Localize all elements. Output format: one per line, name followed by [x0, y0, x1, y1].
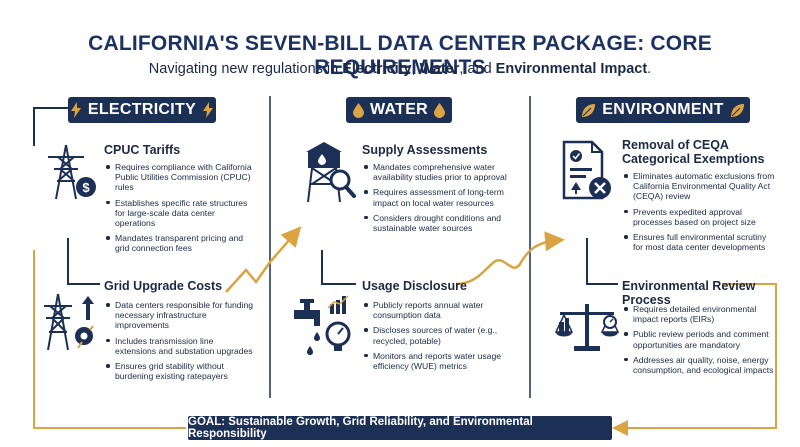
- goal-banner: GOAL: Sustainable Growth, Grid Reliabili…: [188, 416, 612, 440]
- section-title-usage-disclosure: Usage Disclosure: [362, 279, 467, 293]
- usage-disclosure-bullets: Publicly reports annual water consumptio…: [364, 300, 514, 376]
- leaf-icon: [582, 103, 596, 117]
- cpuc-tariffs-bullets: Requires compliance with California Publ…: [106, 162, 256, 259]
- water-drop-icon: [434, 102, 446, 118]
- subtitle-water: Water: [419, 61, 460, 77]
- list-item: Mandates transparent pricing and grid co…: [106, 233, 256, 253]
- section-title-cpuc-tariffs: CPUC Tariffs: [104, 143, 181, 157]
- environment-bracket: [586, 238, 618, 285]
- supply-assessments-bullets: Mandates comprehensive water availabilit…: [364, 162, 514, 238]
- section-title-grid-upgrade-costs: Grid Upgrade Costs: [104, 279, 223, 293]
- electricity-badge: ELECTRICITY: [68, 97, 216, 123]
- list-item: Addresses air quality, noise, energy con…: [624, 355, 774, 375]
- water-bracket: [321, 250, 356, 285]
- flow-water-to-environment: [455, 231, 565, 286]
- electricity-bracket-top: [33, 107, 68, 146]
- power-tower-gear-icon: [44, 293, 94, 351]
- list-item: Mandates comprehensive water availabilit…: [364, 162, 514, 182]
- page-subtitle: Navigating new regulations in Electricit…: [148, 61, 652, 77]
- list-item: Ensures grid stability without burdening…: [106, 361, 256, 381]
- list-item: Monitors and reports water usage efficie…: [364, 351, 514, 371]
- lightning-bolt-icon: [203, 102, 214, 118]
- list-item: Includes transmission line extensions an…: [106, 336, 256, 356]
- water-tower-magnifier-icon: [306, 142, 356, 203]
- environmental-review-bullets: Requires detailed environmental impact r…: [624, 304, 774, 380]
- electricity-bracket-mid: [67, 238, 100, 285]
- section-title-ceqa-exemptions: Removal of CEQA Categorical Exemptions: [622, 138, 765, 166]
- grid-upgrade-bullets: Data centers responsible for funding nec…: [106, 300, 256, 386]
- balance-scale-icon: [554, 304, 620, 351]
- flow-left-return: [33, 250, 186, 429]
- water-badge: WATER: [346, 97, 452, 123]
- subtitle-environment: Environmental Impact: [495, 61, 648, 77]
- list-item: Prevents expedited approval processes ba…: [624, 207, 776, 227]
- flow-electricity-to-water: [225, 226, 302, 293]
- list-item: Eliminates automatic exclusions from Cal…: [624, 171, 776, 202]
- faucet-meter-icon: [294, 295, 351, 355]
- environment-badge: ENVIRONMENT: [576, 97, 750, 123]
- svg-text:$: $: [82, 180, 90, 195]
- list-item: Considers drought conditions and sustain…: [364, 213, 514, 233]
- list-item: Data centers responsible for funding nec…: [106, 300, 256, 331]
- list-item: Public review periods and comment opport…: [624, 329, 774, 350]
- section-title-supply-assessments: Supply Assessments: [362, 143, 488, 157]
- list-item: Establishes specific rate structures for…: [106, 198, 256, 229]
- leaf-icon: [730, 103, 744, 117]
- subtitle-electricity: Electricity: [342, 61, 412, 77]
- lightning-bolt-icon: [70, 102, 81, 118]
- list-item: Publicly reports annual water consumptio…: [364, 300, 514, 320]
- water-drop-icon: [352, 102, 364, 118]
- list-item: Requires assessment of long-term impact …: [364, 187, 514, 208]
- flow-right-to-goal: [612, 283, 777, 436]
- list-item: Discloses sources of water (e.g., recycl…: [364, 325, 514, 346]
- list-item: Ensures full environmental scrutiny for …: [624, 232, 776, 252]
- section-title-environmental-review: Environmental Review Process: [622, 279, 756, 307]
- document-reject-icon: [562, 140, 611, 200]
- page-title: CALIFORNIA'S SEVEN-BILL DATA CENTER PACK…: [88, 32, 712, 79]
- list-item: Requires detailed environmental impact r…: [624, 304, 774, 324]
- power-tower-dollar-icon: $: [48, 144, 96, 200]
- ceqa-exemptions-bullets: Eliminates automatic exclusions from Cal…: [624, 171, 776, 257]
- list-item: Requires compliance with California Publ…: [106, 162, 256, 193]
